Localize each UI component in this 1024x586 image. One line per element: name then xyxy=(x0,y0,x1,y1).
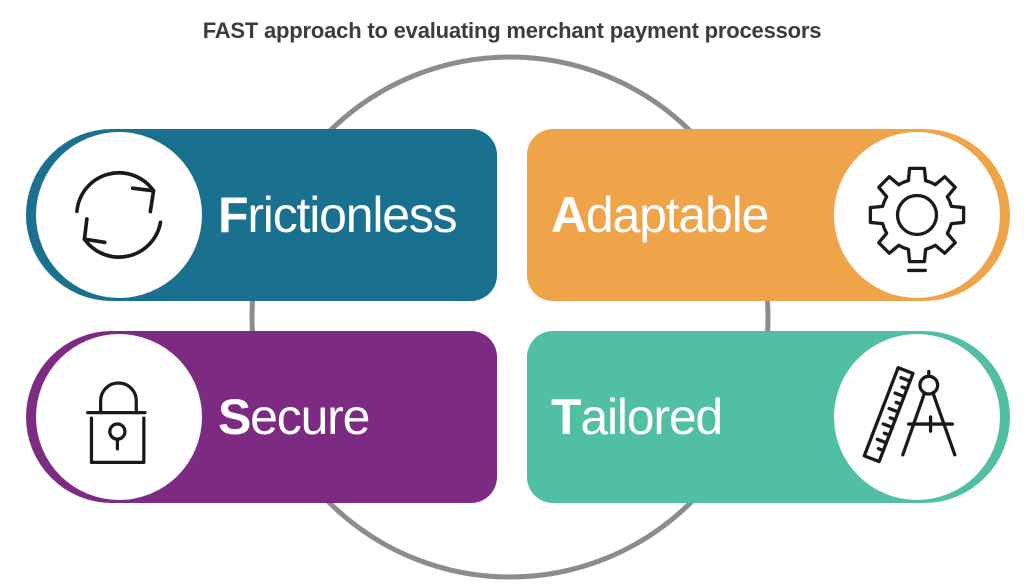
label-initial: F xyxy=(218,187,249,243)
card-label-tailored: Tailored xyxy=(551,389,723,445)
diagram-title: FAST approach to evaluating merchant pay… xyxy=(202,18,822,43)
label-rest: rictionless xyxy=(247,187,457,243)
label-rest: ailored xyxy=(580,389,723,445)
ruler-compass-icon xyxy=(862,366,957,464)
card-label-frictionless: Frictionless xyxy=(218,187,458,243)
frictionless-icon-circle xyxy=(36,132,202,298)
padlock-icon xyxy=(86,381,147,464)
label-rest: daptable xyxy=(585,187,769,243)
label-initial: S xyxy=(218,389,251,445)
adaptable-icon-circle xyxy=(834,132,1000,298)
card-frictionless: Frictionless xyxy=(26,129,497,301)
card-tailored: Tailored xyxy=(527,331,1010,503)
card-label-secure: Secure xyxy=(218,389,370,445)
gear-icon xyxy=(868,166,966,273)
card-label-adaptable: Adaptable xyxy=(551,187,769,243)
connector-circle xyxy=(249,54,771,580)
label-initial: A xyxy=(551,187,587,243)
card-adaptable: Adaptable xyxy=(527,129,1010,301)
label-initial: T xyxy=(551,389,582,445)
secure-icon-circle xyxy=(36,334,202,500)
tailored-icon-circle xyxy=(834,334,1000,500)
label-rest: ecure xyxy=(250,389,370,445)
card-secure: Secure xyxy=(26,331,497,503)
sync-arrows-icon xyxy=(75,170,163,259)
